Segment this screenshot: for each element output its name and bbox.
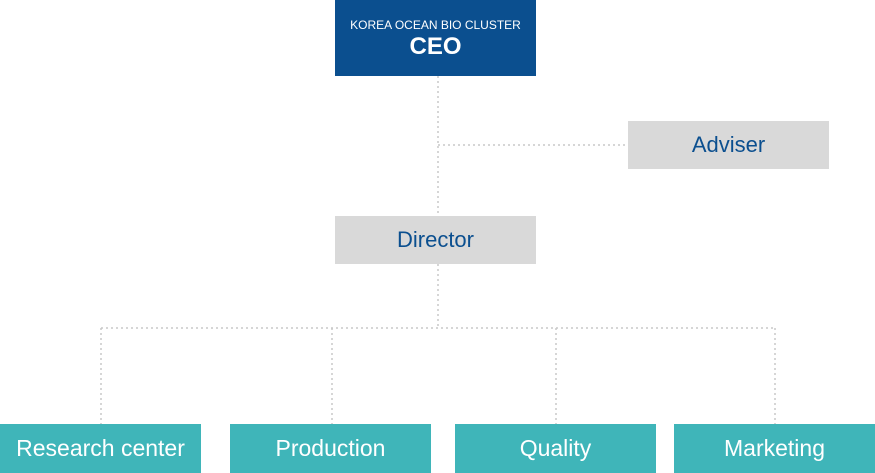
director-node: Director [335,216,536,264]
department-label: Research center [16,435,185,461]
director-label: Director [396,227,474,252]
department-node-quality: Quality [455,424,656,473]
department-label: Quality [519,435,592,461]
ceo-title: CEO [409,32,462,60]
ceo-node: KOREA OCEAN BIO CLUSTER CEO [335,0,536,76]
ceo-subtitle: KOREA OCEAN BIO CLUSTER [350,17,521,32]
department-node-production: Production [230,424,431,473]
adviser-label: Adviser [691,132,766,157]
department-label: Production [275,435,386,461]
department-node-research-center: Research center [0,424,201,473]
department-label: Marketing [724,435,825,461]
adviser-node: Adviser [628,121,829,169]
department-node-marketing: Marketing [674,424,875,473]
